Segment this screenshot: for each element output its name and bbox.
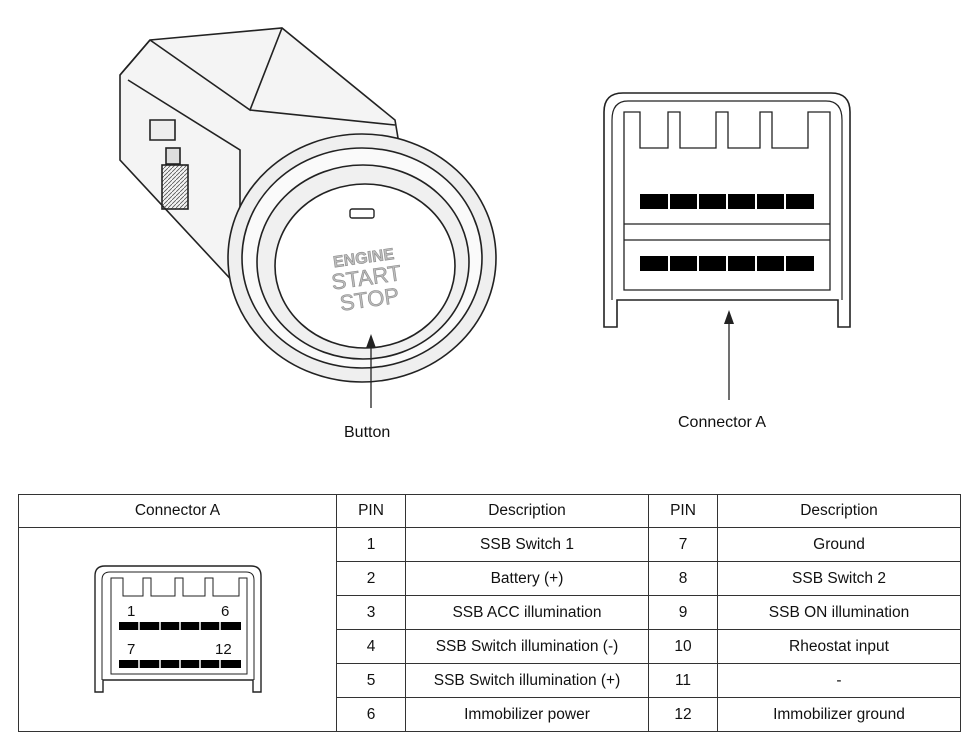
connector-callout-arrow: [724, 310, 734, 400]
header-connector: Connector A: [18, 494, 337, 528]
connector-a-label: Connector A: [678, 414, 767, 431]
pin-number: 4: [336, 629, 406, 664]
button-callout-arrow: [366, 334, 376, 408]
mini-pin-label-6: 6: [221, 603, 229, 620]
pin-number: 10: [648, 629, 718, 664]
connector-a-pin-rows: [640, 194, 814, 271]
mini-connector-diagram: 1 6 7 12: [93, 564, 262, 693]
header-pin-b: PIN: [648, 494, 718, 528]
pin-description: Ground: [717, 527, 961, 562]
mini-connector-cell: 1 6 7 12: [18, 527, 337, 732]
table-header-row: Connector A PIN Description PIN Descript…: [18, 494, 961, 528]
mini-pin-label-1: 1: [127, 603, 135, 620]
pin-number: 6: [336, 697, 406, 732]
button-label: Button: [344, 424, 391, 441]
pin-description: Immobilizer power: [405, 697, 649, 732]
switch-face-text: ENGINE START STOP: [330, 246, 403, 316]
table-row: 6 Immobilizer power 12 Immobilizer groun…: [19, 697, 961, 732]
pin-number: 2: [336, 561, 406, 596]
table-row: 5 SSB Switch illumination (+) 11 -: [19, 663, 961, 698]
pin-description: SSB Switch 2: [717, 561, 961, 596]
pin-number: 8: [648, 561, 718, 596]
connector-a-drawing: [603, 92, 851, 328]
pin-number: 7: [648, 527, 718, 562]
pin-description: -: [717, 663, 961, 698]
mini-pin-label-7: 7: [127, 641, 135, 658]
pin-number: 11: [648, 663, 718, 698]
header-description-a: Description: [405, 494, 649, 528]
table-row: 1 6 7 12 1 SSB Switch 1 7 Ground: [18, 527, 961, 732]
table-row: 2 Battery (+) 8 SSB Switch 2: [19, 561, 961, 596]
pin-number: 1: [336, 527, 406, 562]
pin-description: Immobilizer ground: [717, 697, 961, 732]
illustration: ENGINE START STOP: [119, 27, 851, 408]
pin-description: SSB Switch 1: [405, 527, 649, 562]
pin-number: 5: [336, 663, 406, 698]
pin-table: Connector A PIN Description PIN Descript…: [18, 494, 961, 732]
pin-number: 9: [648, 595, 718, 630]
pin-description: SSB Switch illumination (-): [405, 629, 649, 664]
pin-number: 12: [648, 697, 718, 732]
pin-number: 3: [336, 595, 406, 630]
pin-description: Battery (+): [405, 561, 649, 596]
header-pin-a: PIN: [336, 494, 406, 528]
pin-description: Rheostat input: [717, 629, 961, 664]
header-description-b: Description: [717, 494, 961, 528]
start-stop-switch: [119, 27, 497, 383]
pin-description: SSB ON illumination: [717, 595, 961, 630]
pin-description: SSB Switch illumination (+): [405, 663, 649, 698]
mini-pin-label-12: 12: [215, 641, 232, 658]
pin-description: SSB ACC illumination: [405, 595, 649, 630]
table-row: 3 SSB ACC illumination 9 SSB ON illumina…: [19, 595, 961, 630]
